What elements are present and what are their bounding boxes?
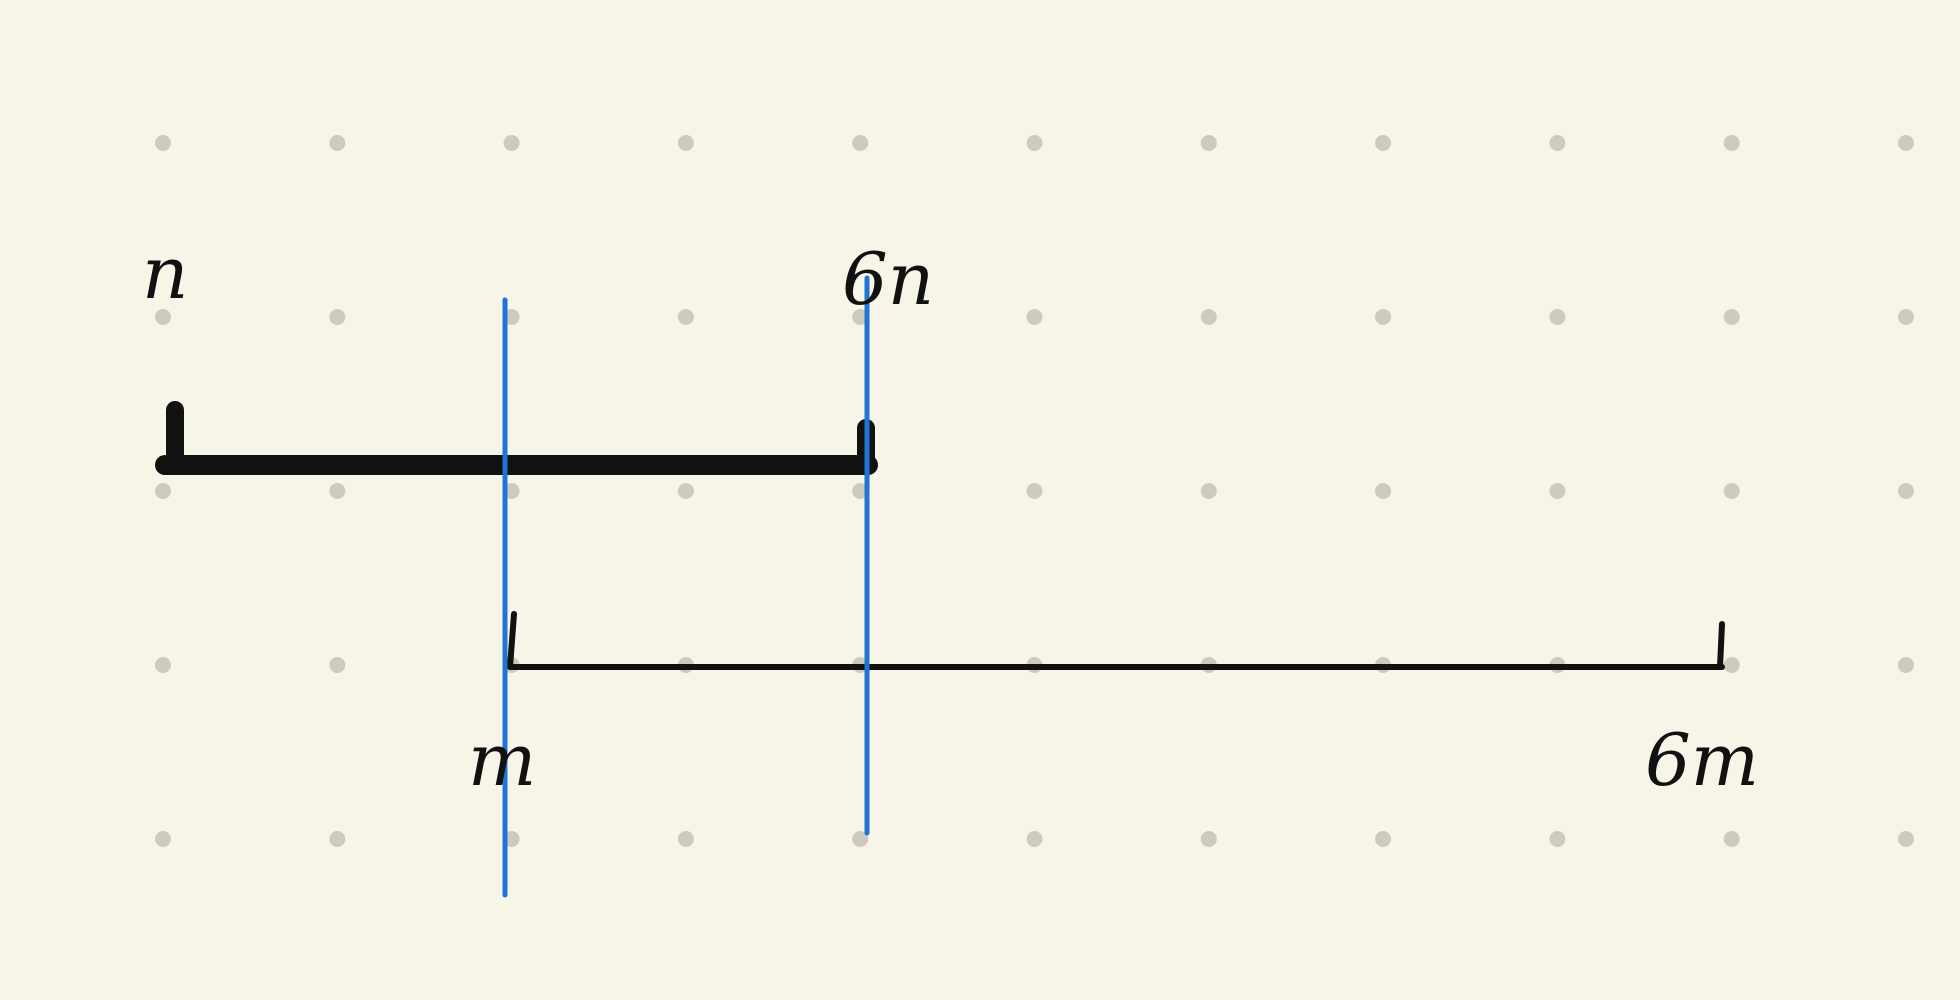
grid-dot bbox=[329, 309, 346, 325]
grid-dot bbox=[329, 657, 346, 673]
grid-dot bbox=[1375, 831, 1392, 847]
grid-dot bbox=[1549, 309, 1566, 325]
label-n: n bbox=[142, 231, 188, 315]
grid-dot bbox=[1200, 483, 1217, 499]
grid-dot bbox=[329, 483, 346, 499]
bottom-segment-m-to-6m bbox=[507, 611, 1725, 670]
grid-dot bbox=[1549, 483, 1566, 499]
grid-dot bbox=[1375, 309, 1392, 325]
grid-dot bbox=[155, 135, 171, 151]
grid-dot bbox=[852, 483, 869, 499]
grid-dot bbox=[329, 831, 346, 847]
grid-dot bbox=[503, 135, 520, 151]
grid-dot bbox=[677, 309, 694, 325]
grid-dot bbox=[1723, 309, 1740, 325]
grid-dot bbox=[503, 483, 520, 499]
grid-dot bbox=[1375, 483, 1392, 499]
label-6m: 6m bbox=[1645, 718, 1759, 802]
grid-dot bbox=[1723, 135, 1740, 151]
grid-dot bbox=[1375, 135, 1392, 151]
grid-dot bbox=[155, 831, 171, 847]
grid-dot bbox=[1200, 309, 1217, 325]
bottom-segment-right-tick bbox=[1717, 621, 1725, 670]
grid-dot bbox=[1200, 831, 1217, 847]
grid-dot bbox=[1723, 483, 1740, 499]
grid-dot bbox=[503, 309, 520, 325]
bottom-segment-left-tick bbox=[507, 611, 517, 670]
grid-dot bbox=[1026, 483, 1043, 499]
grid-dot bbox=[1898, 657, 1914, 673]
grid-dot bbox=[329, 135, 346, 151]
grid-dot bbox=[1026, 831, 1043, 847]
grid-dot bbox=[1723, 657, 1740, 673]
label-6n: 6n bbox=[842, 237, 934, 321]
grid-dot bbox=[852, 831, 869, 847]
grid-dot bbox=[1549, 831, 1566, 847]
grid-dot bbox=[503, 831, 520, 847]
grid-dot bbox=[677, 831, 694, 847]
grid-dot bbox=[155, 309, 171, 325]
grid-dot bbox=[1200, 135, 1217, 151]
grid-dot bbox=[677, 135, 694, 151]
grid-dot bbox=[155, 483, 171, 499]
grid-dot bbox=[852, 309, 869, 325]
grid-dot bbox=[1549, 135, 1566, 151]
grid-dot bbox=[1898, 483, 1914, 499]
grid-dot bbox=[677, 483, 694, 499]
grid-dot bbox=[1898, 135, 1914, 151]
grid-dot bbox=[155, 657, 171, 673]
grid-dot bbox=[1723, 831, 1740, 847]
grid-dot bbox=[1026, 309, 1043, 325]
label-m: m bbox=[468, 718, 536, 802]
grid-dot bbox=[1898, 309, 1914, 325]
grid-dot bbox=[852, 135, 869, 151]
grid-dot bbox=[1026, 135, 1043, 151]
grid-dot bbox=[1898, 831, 1914, 847]
